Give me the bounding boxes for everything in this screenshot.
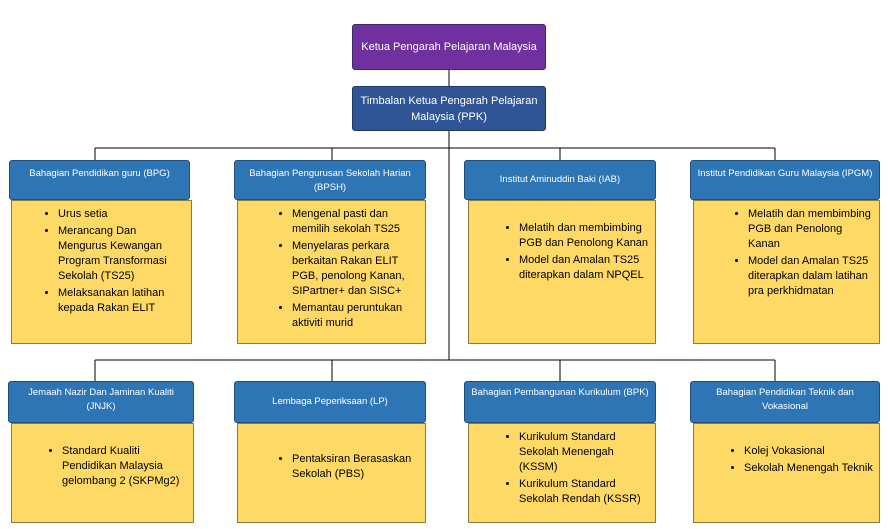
- unit-panel-bpk: Kurikulum Standard Sekolah Menengah (KSS…: [468, 423, 656, 523]
- unit-panel-jnjk: Standard Kualiti Pendidikan Malaysia gel…: [11, 423, 194, 523]
- duty-item: Standard Kualiti Pendidikan Malaysia gel…: [62, 444, 187, 489]
- duty-list: Urus setia Merancang Dan Mengurus Kewang…: [18, 207, 185, 316]
- unit-box-lp: Lembaga Peperiksaan (LP): [234, 381, 426, 423]
- unit-box-bpsh: Bahagian Pengurusan Sekolah Harian (BPSH…: [234, 160, 426, 200]
- duty-list: Melatih dan membimbing PGB dan Penolong …: [700, 207, 873, 299]
- duty-item: Kolej Vokasional: [744, 444, 873, 459]
- duty-item: Memantau peruntukan aktiviti murid: [292, 301, 419, 331]
- duty-list: Kolej Vokasional Sekolah Menengah Teknik: [700, 444, 873, 476]
- unit-panel-bpsh: Mengenal pasti dan memilih sekolah TS25 …: [237, 200, 426, 344]
- unit-panel-bpg: Urus setia Merancang Dan Mengurus Kewang…: [11, 200, 192, 344]
- duty-item: Melatih dan membimbing PGB dan Penolong …: [519, 221, 649, 251]
- deputy-director-label: Timbalan Ketua Pengarah Pelajaran Malays…: [360, 94, 538, 123]
- duty-list: Mengenal pasti dan memilih sekolah TS25 …: [244, 207, 419, 331]
- unit-box-jnjk: Jemaah Nazir Dan Jaminan Kualiti (JNJK): [8, 381, 194, 423]
- unit-panel-lp: Pentaksiran Berasaskan Sekolah (PBS): [237, 423, 426, 523]
- unit-panel-ipgm: Melatih dan membimbing PGB dan Penolong …: [693, 200, 880, 344]
- unit-title: Institut Aminuddin Baki (IAB): [499, 174, 621, 185]
- unit-box-bpg: Bahagian Pendidikan guru (BPG): [9, 160, 190, 200]
- duty-item: Mengenal pasti dan memilih sekolah TS25: [292, 207, 419, 237]
- duty-item: Merancang Dan Mengurus Kewangan Program …: [58, 224, 185, 284]
- duty-item: Kurikulum Standard Sekolah Rendah (KSSR): [519, 477, 649, 507]
- unit-title: Lembaga Peperiksaan (LP): [272, 396, 388, 407]
- duty-item: Melatih dan membimbing PGB dan Penolong …: [748, 207, 873, 252]
- duty-item: Melaksanakan latihan kepada Rakan ELIT: [58, 286, 185, 316]
- unit-title: Bahagian Pembangunan Kurikulum (BPK): [471, 387, 649, 398]
- unit-panel-iab: Melatih dan membimbing PGB dan Penolong …: [468, 200, 656, 344]
- unit-box-ipgm: Institut Pendidikan Guru Malaysia (IPGM): [690, 160, 880, 200]
- duty-item: Sekolah Menengah Teknik: [744, 461, 873, 476]
- duty-item: Kurikulum Standard Sekolah Menengah (KSS…: [519, 430, 649, 475]
- duty-item: Model dan Amalan TS25 diterapkan dalam l…: [748, 254, 873, 299]
- director-general-label: Ketua Pengarah Pelajaran Malaysia: [361, 41, 537, 53]
- unit-title: Bahagian Pendidikan Teknik dan Vokasiona…: [716, 387, 854, 412]
- duty-item: Urus setia: [58, 207, 185, 222]
- unit-box-iab: Institut Aminuddin Baki (IAB): [464, 160, 656, 200]
- duty-list: Kurikulum Standard Sekolah Menengah (KSS…: [475, 430, 649, 507]
- deputy-director-box: Timbalan Ketua Pengarah Pelajaran Malays…: [352, 86, 546, 131]
- unit-title: Institut Pendidikan Guru Malaysia (IPGM): [697, 168, 873, 179]
- duty-item: Pentaksiran Berasaskan Sekolah (PBS): [292, 452, 419, 482]
- unit-title: Bahagian Pengurusan Sekolah Harian (BPSH…: [249, 168, 411, 193]
- unit-title: Bahagian Pendidikan guru (BPG): [29, 168, 170, 179]
- unit-box-bpk: Bahagian Pembangunan Kurikulum (BPK): [464, 381, 656, 423]
- unit-box-bptv: Bahagian Pendidikan Teknik dan Vokasiona…: [690, 381, 880, 423]
- duty-item: Model dan Amalan TS25 diterapkan dalam N…: [519, 253, 649, 283]
- unit-panel-bptv: Kolej Vokasional Sekolah Menengah Teknik: [693, 423, 880, 523]
- duty-item: Menyelaras perkara berkaitan Rakan ELIT …: [292, 239, 419, 299]
- duty-list: Melatih dan membimbing PGB dan Penolong …: [475, 221, 649, 283]
- duty-list: Pentaksiran Berasaskan Sekolah (PBS): [244, 452, 419, 482]
- unit-title: Jemaah Nazir Dan Jaminan Kualiti (JNJK): [28, 387, 174, 412]
- director-general-box: Ketua Pengarah Pelajaran Malaysia: [352, 24, 546, 70]
- duty-list: Standard Kualiti Pendidikan Malaysia gel…: [18, 444, 187, 489]
